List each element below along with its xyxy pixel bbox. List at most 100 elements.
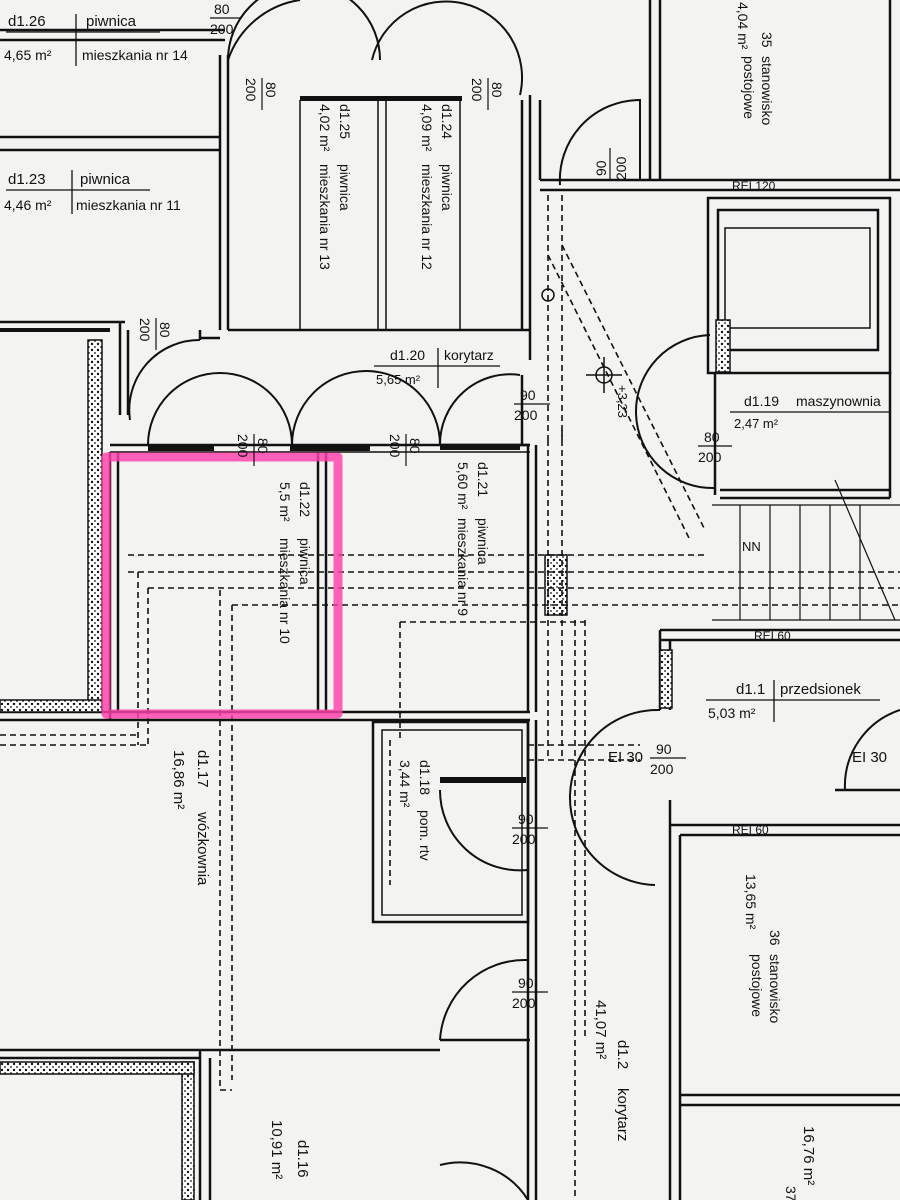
svg-text:16,76 m²: 16,76 m²	[800, 1126, 817, 1185]
svg-text:5,65 m²: 5,65 m²	[376, 372, 421, 387]
label-parking-37: 37 16,76 m²	[783, 1126, 817, 1200]
svg-text:stanowisko: stanowisko	[759, 56, 775, 125]
svg-text:200: 200	[387, 434, 403, 458]
svg-text:piwnica: piwnica	[475, 518, 491, 565]
label-d1-17: d1.17 wózkownia 16,86 m²	[170, 750, 211, 886]
label-d1-20: d1.20 korytarz 5,65 m²	[374, 347, 500, 388]
label-d1-26: d1.26 piwnica 4,65 m² mieszkania nr 14	[4, 13, 188, 66]
fire-rating-rei60-lobby: REI 60	[754, 629, 791, 643]
pipe-circle	[541, 288, 555, 302]
svg-text:d1.17: d1.17	[194, 750, 211, 788]
svg-text:4,65 m²: 4,65 m²	[4, 47, 52, 63]
svg-text:mieszkania nr 12: mieszkania nr 12	[419, 164, 435, 270]
svg-text:korytarz: korytarz	[444, 347, 494, 363]
svg-text:200: 200	[650, 761, 674, 777]
door-tag-d2: 80 200	[243, 78, 279, 110]
svg-text:4,02 m²: 4,02 m²	[317, 104, 333, 152]
svg-text:4,09 m²: 4,09 m²	[419, 104, 435, 152]
door-tag-d12: 90 200	[512, 975, 548, 1011]
svg-text:mieszkania nr 14: mieszkania nr 14	[82, 47, 188, 63]
svg-text:mieszkania nr 13: mieszkania nr 13	[317, 164, 333, 270]
door-tag-d4: 80 200	[137, 318, 173, 350]
label-parking-36: 36 stanowisko postojowe 13,65 m²	[743, 874, 783, 1023]
svg-text:200: 200	[512, 831, 536, 847]
door-tag-d3: 80 200	[469, 78, 505, 110]
svg-text:d1.19: d1.19	[744, 393, 779, 409]
door-tag-d8: 90 200	[593, 148, 629, 180]
svg-text:d1.18: d1.18	[417, 760, 433, 795]
label-d1-18: d1.18 pom. rtv 3,44 m²	[397, 760, 433, 861]
svg-text:korytarz: korytarz	[614, 1088, 631, 1141]
svg-text:80: 80	[489, 82, 505, 98]
svg-text:200: 200	[512, 995, 536, 1011]
svg-text:5,03 m²: 5,03 m²	[708, 705, 756, 721]
svg-text:90: 90	[518, 975, 534, 991]
door-tag-d5: 90 200	[514, 387, 550, 423]
door-tag-d9: 80 200	[698, 429, 732, 465]
svg-text:d1.22: d1.22	[297, 482, 313, 517]
svg-text:5,5 m²: 5,5 m²	[277, 482, 293, 522]
door-leaves	[148, 96, 526, 783]
svg-text:wózkownia: wózkownia	[194, 811, 211, 886]
svg-text:przedsionek: przedsionek	[780, 681, 861, 698]
svg-text:200: 200	[698, 449, 722, 465]
label-d1-21: d1.21 piwnica 5,60 m² mieszkania nr 9	[455, 462, 491, 616]
svg-text:3,44 m²: 3,44 m²	[397, 760, 413, 808]
fire-rating-ei30-right: EI 30	[852, 749, 887, 766]
svg-text:maszynownia: maszynownia	[796, 393, 881, 409]
svg-text:200: 200	[137, 318, 153, 342]
label-d1-2: d1.2 korytarz 41,07 m²	[592, 1000, 631, 1141]
door-tag-d7: 80 200	[387, 434, 423, 466]
svg-text:200: 200	[243, 78, 259, 102]
svg-text:postojowe: postojowe	[749, 954, 765, 1017]
svg-text:piwnica: piwnica	[86, 13, 137, 30]
svg-text:mieszkania nr 9: mieszkania nr 9	[455, 518, 471, 616]
svg-text:4,04 m²: 4,04 m²	[735, 2, 751, 50]
svg-text:90: 90	[518, 811, 534, 827]
svg-text:10,91 m²: 10,91 m²	[268, 1120, 285, 1179]
label-d1-25: d1.25 piwnica 4,02 m² mieszkania nr 13	[317, 104, 353, 270]
svg-text:36: 36	[767, 930, 783, 946]
door-tag-d11: 90 200	[512, 811, 548, 847]
level-text: +3,23	[615, 385, 630, 418]
svg-text:piwnica: piwnica	[297, 538, 313, 585]
svg-text:d1.2: d1.2	[614, 1040, 631, 1069]
svg-text:90: 90	[656, 741, 672, 757]
label-d1-23: d1.23 piwnica 4,46 m² mieszkania nr 11	[4, 170, 181, 214]
fire-rating-rei120: REI 120	[732, 179, 776, 193]
label-parking-35: 35 stanowisko postojowe 4,04 m²	[735, 2, 775, 125]
svg-text:41,07 m²: 41,07 m²	[592, 1000, 609, 1059]
svg-text:piwnica: piwnica	[337, 164, 353, 211]
svg-text:d1.24: d1.24	[439, 104, 455, 139]
ducts	[0, 195, 900, 1200]
label-d1-24: d1.24 piwnica 4,09 m² mieszkania nr 12	[419, 104, 455, 270]
level-marker	[586, 357, 622, 393]
highlight-d1-22	[101, 452, 343, 719]
svg-text:piwnica: piwnica	[80, 171, 131, 188]
svg-text:5,60 m²: 5,60 m²	[455, 462, 471, 510]
svg-text:d1.20: d1.20	[390, 347, 425, 363]
svg-text:200: 200	[235, 434, 251, 458]
label-d1-1: d1.1 przedsionek 5,03 m²	[706, 680, 880, 722]
svg-text:200: 200	[469, 78, 485, 102]
stair-code: NN	[742, 539, 761, 554]
label-d1-16: d1.16 10,91 m²	[268, 1120, 311, 1179]
svg-text:37: 37	[783, 1186, 799, 1200]
svg-text:90: 90	[520, 387, 536, 403]
svg-text:pom. rtv: pom. rtv	[417, 810, 433, 861]
svg-text:13,65 m²: 13,65 m²	[743, 874, 759, 930]
svg-text:d1.25: d1.25	[337, 104, 353, 139]
svg-text:4,46 m²: 4,46 m²	[4, 197, 52, 213]
fire-rating-rei60-parking: REI 60	[732, 823, 769, 837]
svg-text:d1.21: d1.21	[475, 462, 491, 497]
door-tag-d6: 80 200	[235, 434, 271, 466]
svg-text:80: 80	[157, 322, 173, 338]
svg-text:postojowe: postojowe	[741, 56, 757, 119]
svg-text:200: 200	[514, 407, 538, 423]
door-tag-d1: 80 200	[210, 1, 242, 37]
svg-text:80: 80	[407, 438, 423, 454]
svg-text:80: 80	[255, 438, 271, 454]
svg-text:d1.16: d1.16	[294, 1140, 311, 1178]
fire-rating-ei30-left: EI 30	[608, 749, 643, 766]
